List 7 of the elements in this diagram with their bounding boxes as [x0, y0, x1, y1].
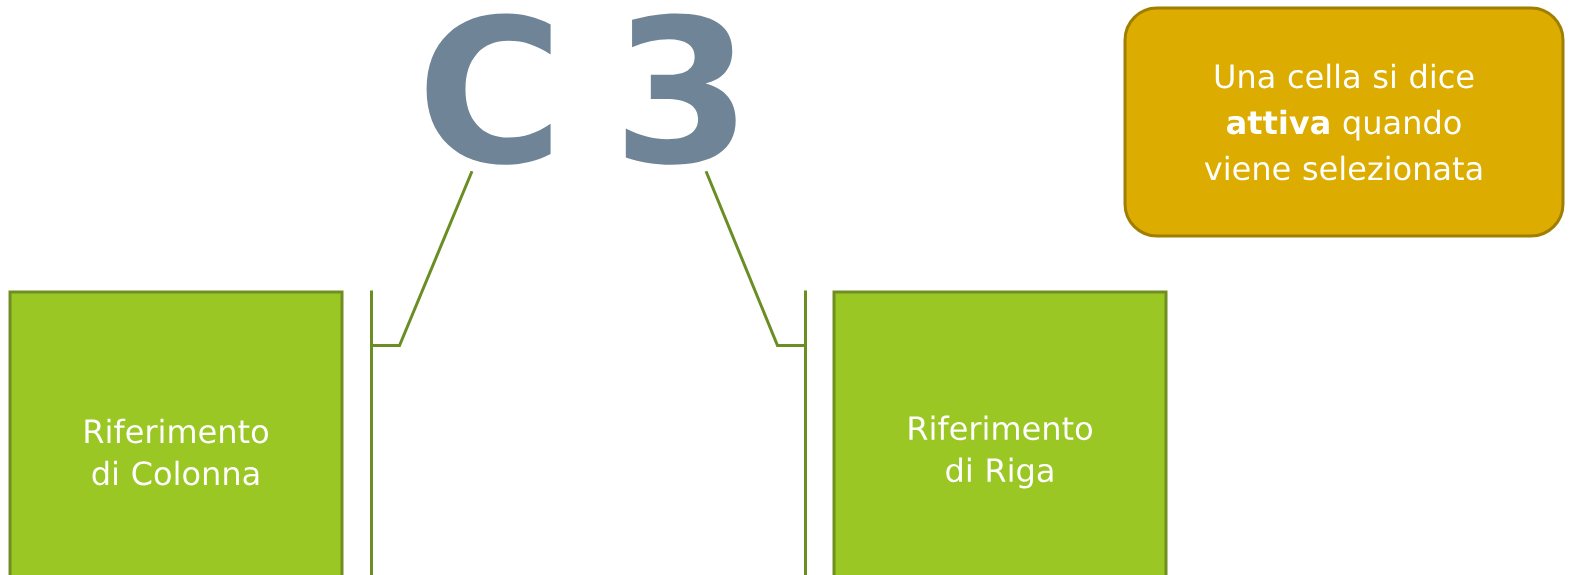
callout-box: Una cella si dice attiva quando viene selezionata [1123, 6, 1565, 238]
reference-box: Riferimento di Colonna [8, 290, 344, 575]
large-letter: 3 [625, 13, 736, 165]
large-letter: C [426, 13, 551, 165]
reference-box: Riferimento di Riga [832, 290, 1168, 575]
leader-line [371, 170, 474, 347]
leader-line [704, 170, 806, 347]
